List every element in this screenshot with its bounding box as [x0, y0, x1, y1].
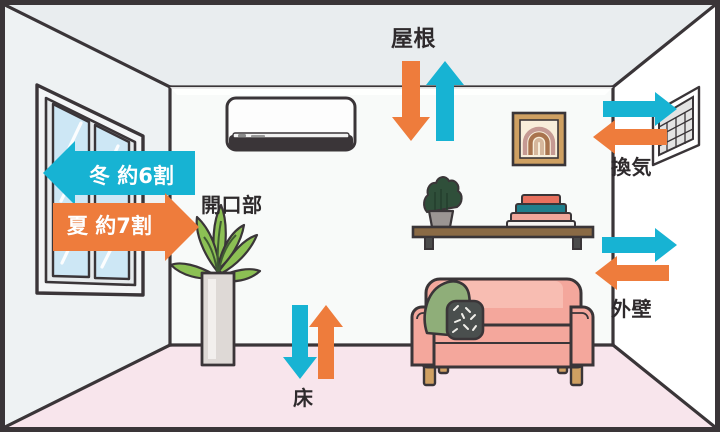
ac-indicator-text [251, 135, 265, 138]
floor-plant [169, 203, 262, 367]
label-exterior-wall: 外壁 [611, 297, 652, 321]
art-rainbow-middle [528, 132, 550, 155]
arrow-vent-in [593, 120, 667, 154]
shelf-bracket-right [572, 236, 582, 250]
ac-vent-bar [229, 135, 353, 150]
arrow-window-winter [43, 141, 195, 205]
label-floor: 床 [293, 386, 314, 410]
wall-art [511, 111, 567, 167]
arrow-label-window-winter: 冬 約6割 [89, 164, 174, 188]
sofa [410, 277, 595, 387]
label-ventilation: 換気 [611, 155, 652, 179]
floor-plant-pot-highlight [208, 279, 216, 359]
arrow-vent-out [603, 92, 677, 126]
ac-indicator-light [238, 134, 246, 138]
sofa-arm-right [569, 305, 595, 367]
arrow-label-window-summer: 夏 約7割 [67, 214, 152, 238]
arrow-floor-in [283, 305, 317, 379]
ceiling-surface [5, 5, 715, 87]
label-opening: 開口部 [201, 193, 263, 217]
art-rainbow-outer [522, 126, 556, 155]
sofa-cushion-pattern [452, 305, 477, 333]
ceiling-highlight [170, 87, 613, 95]
sofa-arm-right-crease [572, 312, 589, 320]
arrow-floor-out [309, 305, 343, 379]
shelf-bracket-left [424, 236, 434, 250]
room-illustration: 屋根 開口部 床 換気 外壁 冬 約6割 夏 約7割 [5, 5, 715, 427]
arrow-wall-out [602, 228, 677, 262]
label-roof: 屋根 [391, 27, 437, 52]
arrow-wall-in [595, 256, 669, 290]
arrow-roof-in [392, 61, 430, 141]
sofa-arm-left-crease [416, 312, 433, 320]
arrow-window-summer [53, 193, 199, 261]
shelf-books [506, 194, 576, 229]
shelf-group [411, 176, 595, 250]
shelf-potted-plant [423, 176, 463, 229]
arrow-roof-out [426, 61, 464, 141]
art-rainbow-inner [534, 138, 544, 155]
air-conditioner [225, 96, 357, 152]
shelf-board [411, 225, 595, 239]
heat-flow-arrows [43, 61, 677, 379]
